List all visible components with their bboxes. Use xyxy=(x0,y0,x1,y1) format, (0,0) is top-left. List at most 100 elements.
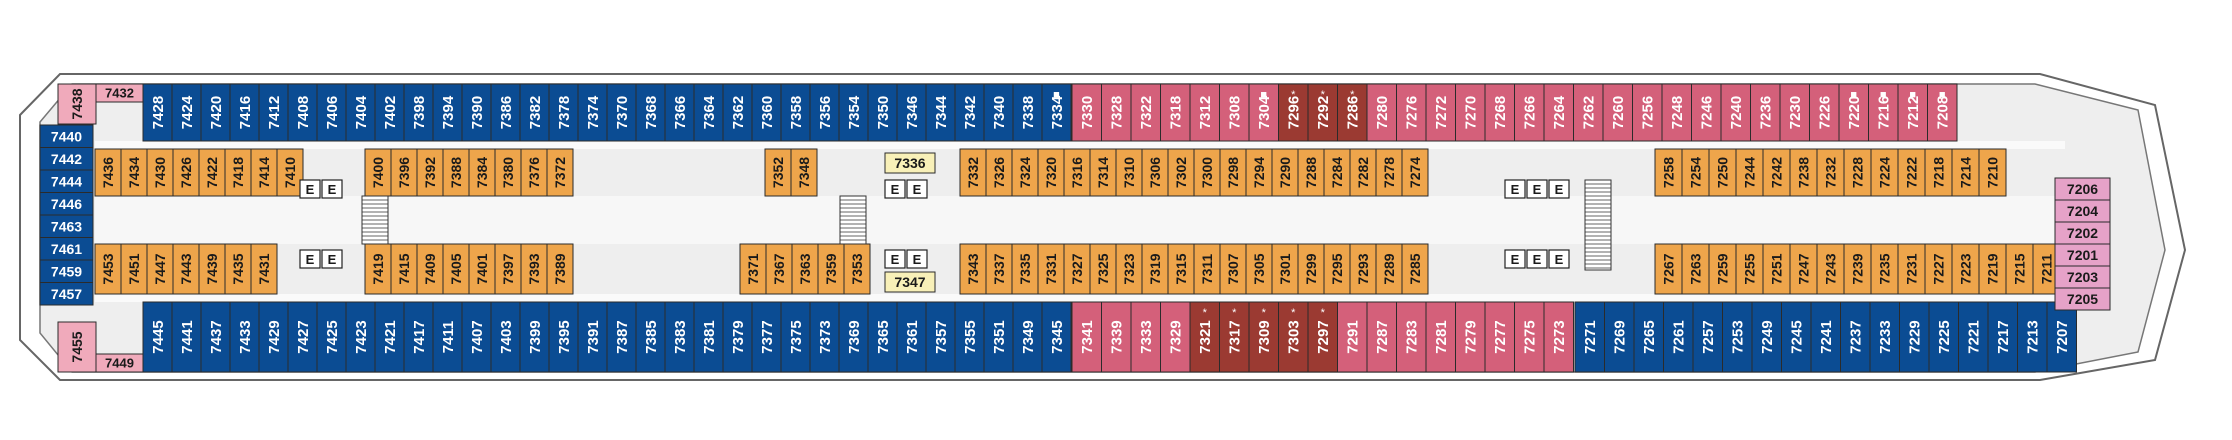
cabin-7208[interactable]: 7208■ xyxy=(1927,83,1958,142)
cabin-7419[interactable]: 7419 xyxy=(364,243,392,295)
cabin-7402[interactable]: 7402 xyxy=(374,83,405,142)
cabin-7363[interactable]: 7363 xyxy=(791,243,819,295)
cabin-7351[interactable]: 7351 xyxy=(983,301,1014,373)
cabin-7357[interactable]: 7357 xyxy=(925,301,956,373)
cabin-7255[interactable]: 7255 xyxy=(1735,243,1764,295)
cabin-7215[interactable]: 7215 xyxy=(2005,243,2034,295)
cabin-7285[interactable]: 7285 xyxy=(1401,243,1429,295)
cabin-7408[interactable]: 7408 xyxy=(287,83,318,142)
cabin-7367[interactable]: 7367 xyxy=(765,243,793,295)
cabin-7302[interactable]: 7302 xyxy=(1167,148,1195,197)
cabin-7422[interactable]: 7422 xyxy=(198,148,226,197)
cabin-7347[interactable]: 7347 xyxy=(884,271,936,293)
cabin-7261[interactable]: 7261 xyxy=(1663,301,1694,373)
cabin-7455[interactable]: 7455 xyxy=(57,321,97,373)
cabin-7262[interactable]: 7262 xyxy=(1573,83,1604,142)
cabin-7392[interactable]: 7392 xyxy=(416,148,444,197)
cabin-7246[interactable]: 7246 xyxy=(1691,83,1722,142)
cabin-7288[interactable]: 7288 xyxy=(1297,148,1325,197)
cabin-7312[interactable]: 7312 xyxy=(1189,83,1220,142)
cabin-7254[interactable]: 7254 xyxy=(1681,148,1710,197)
cabin-7231[interactable]: 7231 xyxy=(1897,243,1926,295)
cabin-7218[interactable]: 7218 xyxy=(1924,148,1953,197)
cabin-7414[interactable]: 7414 xyxy=(250,148,278,197)
cabin-7310[interactable]: 7310 xyxy=(1115,148,1143,197)
cabin-7333[interactable]: 7333 xyxy=(1130,301,1161,373)
cabin-7250[interactable]: 7250 xyxy=(1708,148,1737,197)
cabin-7426[interactable]: 7426 xyxy=(172,148,200,197)
cabin-7253[interactable]: 7253 xyxy=(1722,301,1753,373)
cabin-7213[interactable]: 7213 xyxy=(2017,301,2048,373)
cabin-7293[interactable]: 7293 xyxy=(1349,243,1377,295)
cabin-7279[interactable]: 7279 xyxy=(1455,301,1486,373)
cabin-7370[interactable]: 7370 xyxy=(606,83,637,142)
cabin-7207[interactable]: 7207 xyxy=(2046,301,2077,373)
cabin-7350[interactable]: 7350 xyxy=(867,83,898,142)
cabin-7375[interactable]: 7375 xyxy=(780,301,811,373)
cabin-7264[interactable]: 7264 xyxy=(1543,83,1574,142)
cabin-7228[interactable]: 7228 xyxy=(1843,148,1872,197)
cabin-7340[interactable]: 7340 xyxy=(983,83,1014,142)
cabin-7216[interactable]: 7216■ xyxy=(1868,83,1899,142)
cabin-7290[interactable]: 7290 xyxy=(1271,148,1299,197)
cabin-7219[interactable]: 7219 xyxy=(1978,243,2007,295)
cabin-7345[interactable]: 7345 xyxy=(1041,301,1072,373)
cabin-7428[interactable]: 7428 xyxy=(142,83,173,142)
cabin-7229[interactable]: 7229 xyxy=(1899,301,1930,373)
cabin-7292[interactable]: 7292* xyxy=(1307,83,1338,142)
cabin-7364[interactable]: 7364 xyxy=(693,83,724,142)
cabin-7295[interactable]: 7295 xyxy=(1323,243,1351,295)
cabin-7226[interactable]: 7226 xyxy=(1809,83,1840,142)
cabin-7298[interactable]: 7298 xyxy=(1219,148,1247,197)
cabin-7409[interactable]: 7409 xyxy=(416,243,444,295)
cabin-7447[interactable]: 7447 xyxy=(146,243,174,295)
cabin-7390[interactable]: 7390 xyxy=(461,83,492,142)
cabin-7301[interactable]: 7301 xyxy=(1271,243,1299,295)
cabin-7459[interactable]: 7459 xyxy=(39,259,94,283)
cabin-7223[interactable]: 7223 xyxy=(1951,243,1980,295)
cabin-7355[interactable]: 7355 xyxy=(954,301,985,373)
cabin-7436[interactable]: 7436 xyxy=(94,148,122,197)
cabin-7259[interactable]: 7259 xyxy=(1708,243,1737,295)
cabin-7442[interactable]: 7442 xyxy=(39,147,94,171)
cabin-7220[interactable]: 7220■ xyxy=(1838,83,1869,142)
cabin-7227[interactable]: 7227 xyxy=(1924,243,1953,295)
cabin-7360[interactable]: 7360 xyxy=(751,83,782,142)
cabin-7378[interactable]: 7378 xyxy=(548,83,579,142)
cabin-7221[interactable]: 7221 xyxy=(1958,301,1989,373)
cabin-7393[interactable]: 7393 xyxy=(520,243,548,295)
cabin-7424[interactable]: 7424 xyxy=(171,83,202,142)
cabin-7431[interactable]: 7431 xyxy=(250,243,278,295)
cabin-7441[interactable]: 7441 xyxy=(171,301,202,373)
cabin-7354[interactable]: 7354 xyxy=(838,83,869,142)
cabin-7349[interactable]: 7349 xyxy=(1012,301,1043,373)
cabin-7272[interactable]: 7272 xyxy=(1425,83,1456,142)
cabin-7212[interactable]: 7212■ xyxy=(1897,83,1928,142)
cabin-7338[interactable]: 7338 xyxy=(1012,83,1043,142)
cabin-7399[interactable]: 7399 xyxy=(519,301,550,373)
cabin-7286[interactable]: 7286* xyxy=(1337,83,1368,142)
cabin-7217[interactable]: 7217 xyxy=(1987,301,2018,373)
cabin-7430[interactable]: 7430 xyxy=(146,148,174,197)
cabin-7265[interactable]: 7265 xyxy=(1633,301,1664,373)
cabin-7308[interactable]: 7308 xyxy=(1219,83,1250,142)
cabin-7444[interactable]: 7444 xyxy=(39,169,94,193)
cabin-7361[interactable]: 7361 xyxy=(896,301,927,373)
cabin-7296[interactable]: 7296* xyxy=(1278,83,1309,142)
cabin-7412[interactable]: 7412 xyxy=(258,83,289,142)
cabin-7317[interactable]: 7317* xyxy=(1219,301,1250,373)
cabin-7309[interactable]: 7309* xyxy=(1248,301,1279,373)
cabin-7297[interactable]: 7297* xyxy=(1307,301,1338,373)
cabin-7377[interactable]: 7377 xyxy=(751,301,782,373)
cabin-7344[interactable]: 7344 xyxy=(925,83,956,142)
cabin-7276[interactable]: 7276 xyxy=(1396,83,1427,142)
cabin-7224[interactable]: 7224 xyxy=(1870,148,1899,197)
cabin-7443[interactable]: 7443 xyxy=(172,243,200,295)
cabin-7420[interactable]: 7420 xyxy=(200,83,231,142)
cabin-7287[interactable]: 7287 xyxy=(1366,301,1397,373)
cabin-7432[interactable]: 7432 xyxy=(95,83,144,103)
cabin-7400[interactable]: 7400 xyxy=(364,148,392,197)
cabin-7382[interactable]: 7382 xyxy=(519,83,550,142)
cabin-7342[interactable]: 7342 xyxy=(954,83,985,142)
cabin-7398[interactable]: 7398 xyxy=(403,83,434,142)
